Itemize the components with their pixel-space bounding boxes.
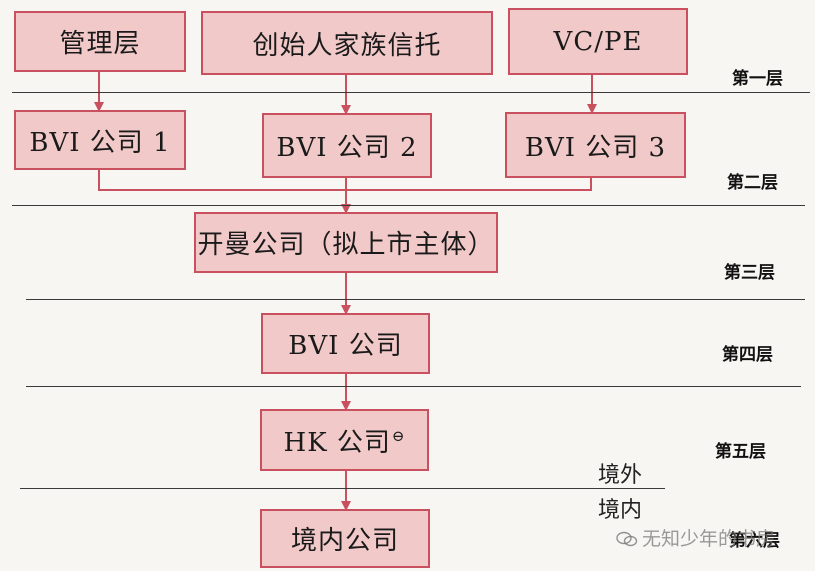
bvi-company-3-label: BVI 公司 3 [524, 132, 667, 163]
bvi-company-1-box: BVI 公司 1 [14, 110, 186, 170]
bvi-company-2-box: BVI 公司 2 [262, 113, 432, 178]
bvi-company-1-label: BVI 公司 1 [29, 127, 171, 158]
bvi-company-label: BVI 公司 [288, 331, 403, 361]
wechat-icon [616, 530, 638, 546]
founder-family-trust-box: 创始人家族信托 [201, 11, 493, 75]
cayman-company-box: 开曼公司（拟上市主体） [194, 212, 498, 273]
onshore-label: 境内 [598, 498, 643, 523]
founder-family-trust-label: 创始人家族信托 [252, 30, 442, 61]
footnote-mark: ⊖ [391, 426, 406, 445]
layer-3-label: 第三层 [724, 263, 775, 283]
cayman-company-label: 开曼公司（拟上市主体） [197, 230, 495, 260]
vc-pe-label: VC/PE [553, 26, 643, 57]
offshore-label: 境外 [598, 463, 643, 488]
layer-2-label: 第二层 [727, 173, 778, 193]
bvi-company-2-label: BVI 公司 2 [276, 133, 418, 163]
layer-4-label: 第四层 [722, 345, 773, 365]
watermark: 无知少年的书房 [616, 524, 775, 551]
border-divider-offshore-onshore [20, 488, 665, 489]
layer-divider-2 [12, 205, 805, 206]
bvi-company-box: BVI 公司 [261, 313, 430, 374]
layer-divider-1 [12, 92, 810, 93]
hk-company-box: HK 公司⊖ [260, 409, 429, 471]
domestic-company-label: 境内公司 [290, 526, 399, 556]
bvi-company-3-box: BVI 公司 3 [505, 112, 686, 178]
layer-5-label: 第五层 [715, 442, 766, 462]
layer-divider-3 [26, 299, 805, 300]
layer-1-label: 第一层 [732, 69, 783, 89]
management-box: 管理层 [14, 11, 186, 72]
layer-divider-4 [26, 386, 801, 387]
layer-6-label: 第六层 [729, 531, 780, 551]
hk-company-label: HK 公司⊖ [284, 422, 406, 459]
domestic-company-box: 境内公司 [260, 509, 430, 568]
watermark-text: 无知少年的书房 [642, 528, 776, 550]
vc-pe-box: VC/PE [508, 8, 688, 75]
hk-company-text: HK 公司 [283, 427, 391, 458]
management-label: 管理层 [59, 29, 141, 59]
